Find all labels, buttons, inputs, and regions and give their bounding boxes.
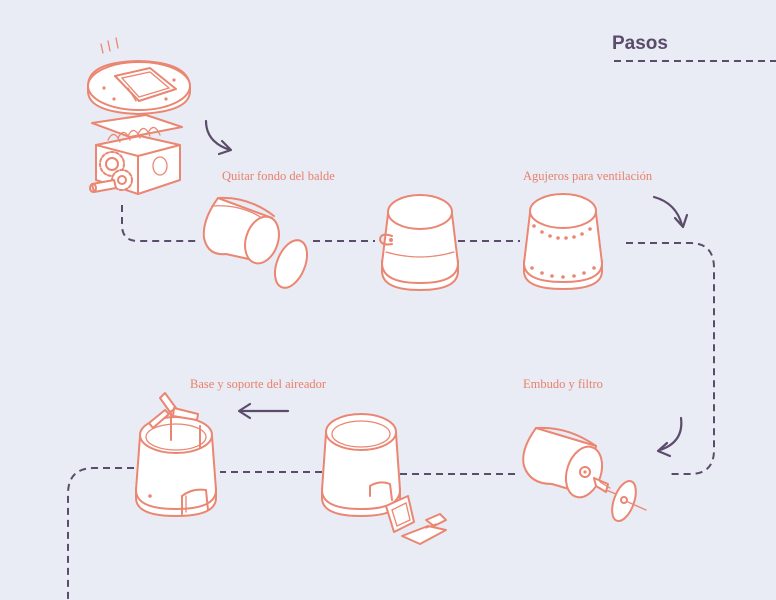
process-path-right-curve	[626, 242, 715, 475]
step-label-base-aerator: Base y soporte del aireador	[190, 377, 327, 391]
aerator-icon	[148, 392, 201, 449]
arrow-icon	[204, 119, 233, 156]
bucket-icon	[135, 392, 217, 517]
step-label-remove-bottom: Quitar fondo del balde	[222, 169, 335, 183]
arrow-icon	[656, 416, 683, 458]
step-label-funnel-filter: Embudo y filtro	[523, 377, 603, 391]
bucket-icon	[321, 413, 447, 545]
arrow-icon	[237, 402, 290, 420]
bucket-icon	[379, 194, 459, 291]
bucket-icon	[523, 193, 603, 290]
bucket-icon	[522, 426, 647, 523]
shredder-icon	[87, 37, 191, 195]
arrow-icon	[652, 195, 689, 229]
process-path-down	[67, 467, 134, 600]
bucket-icon	[202, 196, 309, 289]
ventilation-holes	[530, 224, 596, 279]
process-path-row1	[121, 205, 196, 242]
step-label-ventilation-holes: Agujeros para ventilación	[523, 169, 653, 183]
page-title: Pasos	[612, 33, 668, 54]
